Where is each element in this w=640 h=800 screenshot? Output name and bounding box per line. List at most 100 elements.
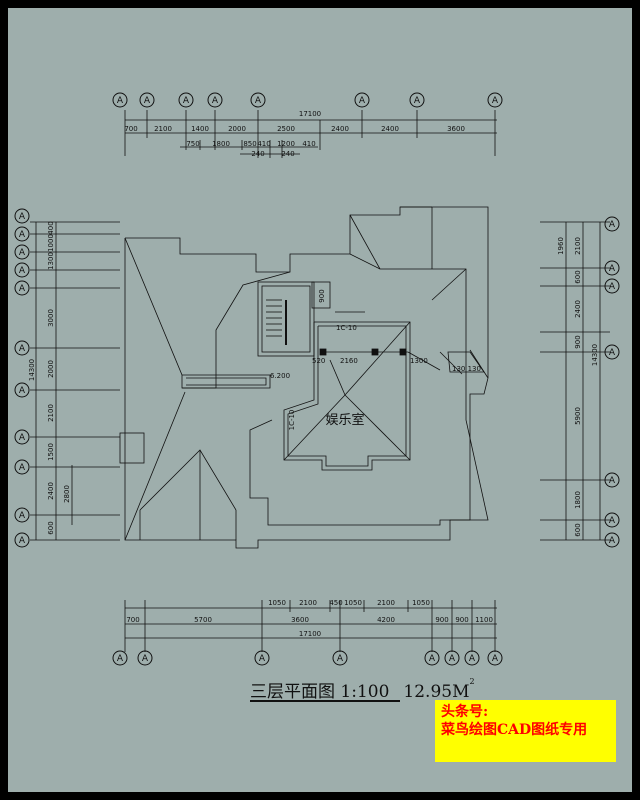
svg-text:A: A [19, 248, 26, 258]
axis-bubble: A [464, 650, 480, 666]
axis-bubble: A [14, 340, 30, 356]
dim-text: 2100 [574, 237, 582, 255]
dim-text: 900 [318, 289, 326, 302]
dim-text: 2100 [299, 599, 317, 607]
dim-text: 1050 [344, 599, 362, 607]
axis-bubble: A [409, 92, 425, 108]
dim-text: 14300 [28, 359, 36, 381]
dim-text: 750 [186, 140, 199, 148]
dim-text: 2100 [47, 404, 55, 422]
axis-bubble: A [424, 650, 440, 666]
dim-text: 2800 [63, 485, 71, 503]
dim-text: 1960 [557, 237, 565, 255]
axis-bubble: A [332, 650, 348, 666]
dim-text: 900 [455, 616, 468, 624]
dim-text: 900 [574, 335, 582, 348]
dim-text: 1500 [47, 443, 55, 461]
axis-bubble: A [14, 262, 30, 278]
dim-text: 1300 [410, 357, 428, 365]
svg-text:A: A [609, 348, 616, 358]
dim-text: 900 [435, 616, 448, 624]
svg-text:A: A [449, 654, 456, 664]
dim-text: 700 [124, 125, 137, 133]
dim-text: 4200 [377, 616, 395, 624]
dim-text: 1800 [212, 140, 230, 148]
right-dimension-texts: 1960 2100 600 2400 900 5900 1800 600 143… [557, 237, 599, 537]
svg-text:A: A [19, 463, 26, 473]
axis-bubble: A [604, 260, 620, 276]
svg-text:A: A [117, 654, 124, 664]
dim-text: 2000 [47, 360, 55, 378]
watermark-line-1: 头条号: [441, 704, 489, 720]
watermark-line-2: 菜鸟绘图CAD图纸专用 [441, 722, 588, 738]
dim-text: 240 [251, 150, 264, 158]
title-text: 三层平面图 1:100 [250, 682, 390, 702]
room-label: 娱乐室 [325, 412, 364, 428]
dim-text: 2400 [574, 300, 582, 318]
svg-text:A: A [609, 220, 616, 230]
axis-bubble: A [112, 650, 128, 666]
svg-text:A: A [492, 654, 499, 664]
svg-text:A: A [492, 96, 499, 106]
dim-text: 1050 [268, 599, 286, 607]
dim-text: 600 [574, 523, 582, 536]
axis-bubble: A [14, 280, 30, 296]
svg-text:A: A [144, 96, 151, 106]
svg-text:A: A [19, 230, 26, 240]
staircase [257, 281, 315, 357]
axis-bubble: A [112, 92, 128, 108]
dim-text: 2100 [377, 599, 395, 607]
dim-text: 450 [329, 599, 342, 607]
area-superscript: 2 [469, 677, 475, 686]
axis-bubble: A [444, 650, 460, 666]
dim-text: 3600 [291, 616, 309, 624]
axis-bubble: A [604, 278, 620, 294]
dim-text: 1000 [47, 234, 55, 252]
svg-text:A: A [609, 516, 616, 526]
svg-text:A: A [609, 476, 616, 486]
top-dimension-texts: 17100 700 2100 1400 2000 2500 2400 2400 … [124, 110, 465, 158]
dim-text: 1050 [412, 599, 430, 607]
dim-text: 520 [312, 357, 325, 365]
dim-text: 400 [47, 221, 55, 234]
axis-bubble: A [604, 512, 620, 528]
svg-text:A: A [19, 511, 26, 521]
svg-text:A: A [19, 212, 26, 222]
bottom-dimension-texts: 1050 2100 450 1050 2100 1050 700 5700 36… [126, 599, 493, 638]
axis-bubble: A [14, 244, 30, 260]
axis-bubble: A [14, 382, 30, 398]
svg-text:A: A [255, 96, 262, 106]
dim-text: 1300 [47, 252, 55, 270]
dim-text: 1200 [277, 140, 295, 148]
dim-text: 1100 [475, 616, 493, 624]
svg-text:A: A [142, 654, 149, 664]
dim-text: 14300 [591, 344, 599, 366]
left-axis-bubbles: A A A A A A A A A A A [14, 208, 30, 548]
axis-bubble: A [137, 650, 153, 666]
dim-text: 130 130 [452, 365, 481, 373]
dim-text: 700 [126, 616, 139, 624]
dim-text: 850 [243, 140, 256, 148]
dim-text: 600 [47, 521, 55, 534]
dim-text: 2160 [340, 357, 358, 365]
axis-bubble: A [14, 208, 30, 224]
bottom-axis-bubbles: A A A A A A A A [112, 650, 503, 666]
axis-bubble: A [14, 507, 30, 523]
dim-text: 5900 [574, 407, 582, 425]
svg-text:A: A [212, 96, 219, 106]
window-tag: 1C-10 [288, 410, 296, 431]
svg-text:A: A [414, 96, 421, 106]
axis-bubble: A [139, 92, 155, 108]
dim-text: 3600 [447, 125, 465, 133]
dim-text: 1400 [191, 125, 209, 133]
axis-bubble: A [14, 459, 30, 475]
plan-annotations: 1C-10 1C-10 900 520 2160 1300 6.200 130 … [270, 289, 481, 430]
svg-text:A: A [19, 433, 26, 443]
svg-text:A: A [469, 654, 476, 664]
dim-text: 1800 [574, 491, 582, 509]
svg-text:A: A [19, 536, 26, 546]
svg-text:A: A [429, 654, 436, 664]
axis-bubble: A [604, 532, 620, 548]
axis-bubble: A [178, 92, 194, 108]
